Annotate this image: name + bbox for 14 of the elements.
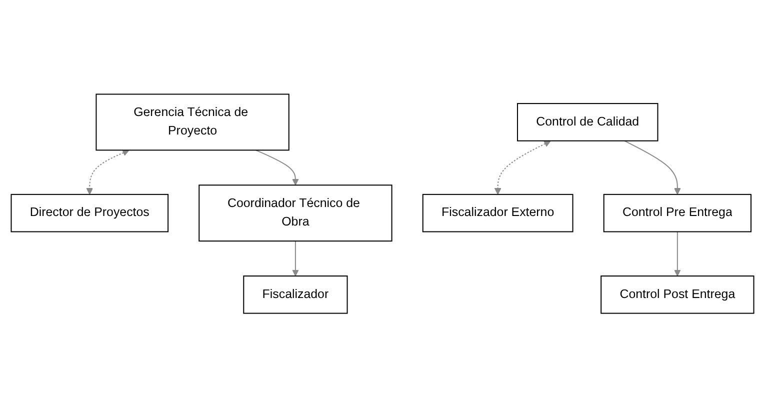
arrow xyxy=(256,149,299,186)
process-box: Gerencia Técnica de Proyecto xyxy=(96,93,290,150)
process-box: Fiscalizador xyxy=(243,275,348,314)
process-box: Control de Calidad xyxy=(517,102,658,142)
arrow xyxy=(292,240,299,276)
process-box: Coordinador Técnico de Obra xyxy=(198,184,392,242)
process-box: Director de Proyectos xyxy=(10,194,169,232)
process-box: Control Post Entrega xyxy=(600,275,754,314)
arrow xyxy=(494,140,551,194)
process-box: Control Pre Entrega xyxy=(603,194,752,232)
arrow xyxy=(86,149,130,194)
process-box: Fiscalizador Externo xyxy=(422,194,574,232)
arrow xyxy=(624,140,681,194)
arrow xyxy=(674,231,681,276)
